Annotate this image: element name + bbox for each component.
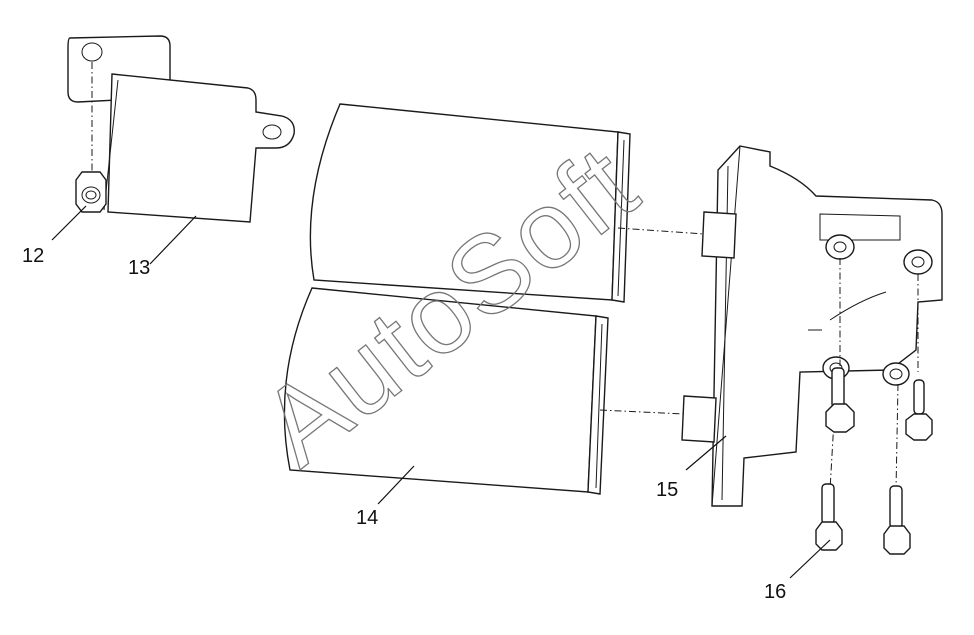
callout-14: 14 <box>356 507 378 529</box>
callout-12: 12 <box>22 245 44 267</box>
part-12-nut <box>75 62 107 213</box>
part-15-filter-head <box>599 145 943 507</box>
part-14-filter-lower <box>283 287 609 495</box>
callout-16: 16 <box>764 581 786 603</box>
part-13-bracket-cover <box>67 35 295 223</box>
part-16-bolts <box>815 258 933 555</box>
leader-lines <box>51 205 831 579</box>
callout-13: 13 <box>128 257 150 279</box>
part-14-filter-upper <box>309 103 631 303</box>
callout-15: 15 <box>656 479 678 501</box>
